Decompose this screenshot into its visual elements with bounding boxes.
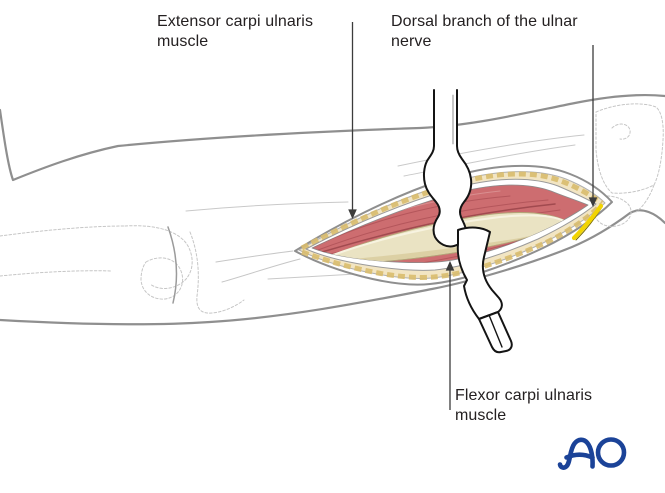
arm-bottom-contour xyxy=(0,209,665,326)
label-dorsal-branch-ulnar-nerve: Dorsal branch of the ulnar nerve xyxy=(391,13,578,50)
wrist-bone-sketch xyxy=(593,103,664,227)
label-flexor-carpi-ulnaris: Flexor carpi ulnaris muscle xyxy=(455,387,593,424)
arm-outline xyxy=(0,94,665,326)
leader-line-flexor xyxy=(445,260,455,410)
label-extensor-carpi-ulnaris: Extensor carpi ulnaris muscle xyxy=(157,13,314,50)
ulnar-nerve xyxy=(571,203,604,241)
retractor-bottom xyxy=(456,226,513,354)
ao-logo-letter-o xyxy=(595,437,627,468)
ao-logo-letter-a xyxy=(557,437,595,470)
retractor-top xyxy=(422,89,473,248)
leader-lines xyxy=(348,22,598,410)
trochlea-curve xyxy=(167,226,178,304)
ao-logo xyxy=(557,437,627,470)
leader-line-dorsal xyxy=(588,45,598,208)
arrowhead xyxy=(348,209,357,220)
arrowhead xyxy=(445,260,455,271)
arrowhead xyxy=(588,197,598,208)
leader-line-extensor xyxy=(348,22,357,220)
elbow-bone-sketch xyxy=(0,225,301,314)
arm-top-contour xyxy=(0,94,665,182)
ao-logo-letter-a-bar xyxy=(564,452,595,460)
